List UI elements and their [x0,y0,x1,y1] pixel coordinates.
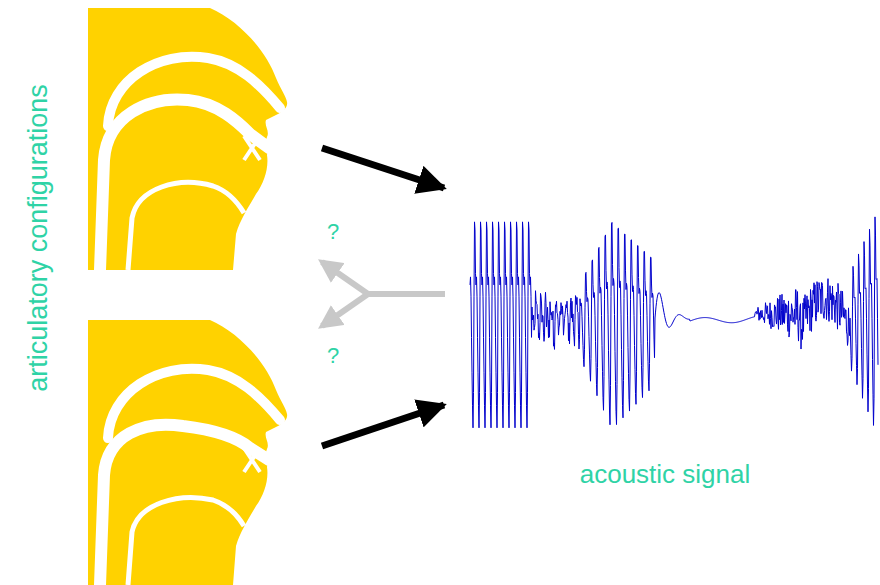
vocal-tract-lower [88,320,287,585]
question-mark: ? [327,345,339,367]
head-silhouette [88,320,287,585]
teeth [244,448,260,472]
jaw-line [128,183,244,270]
forward-arrow [322,148,444,188]
waveform [470,217,878,428]
teeth [244,136,260,160]
question-mark: ? [327,221,339,243]
inverse-arrow [322,262,445,326]
oral-tract [100,100,269,271]
axis-label: articulatory configurations [25,84,52,392]
jaw-line [128,498,244,585]
oral-tract [100,425,269,585]
forward-arrow [322,405,444,446]
vocal-tract-upper [88,8,287,270]
head-silhouette [88,8,287,270]
signal-label: acoustic signal [580,461,751,487]
